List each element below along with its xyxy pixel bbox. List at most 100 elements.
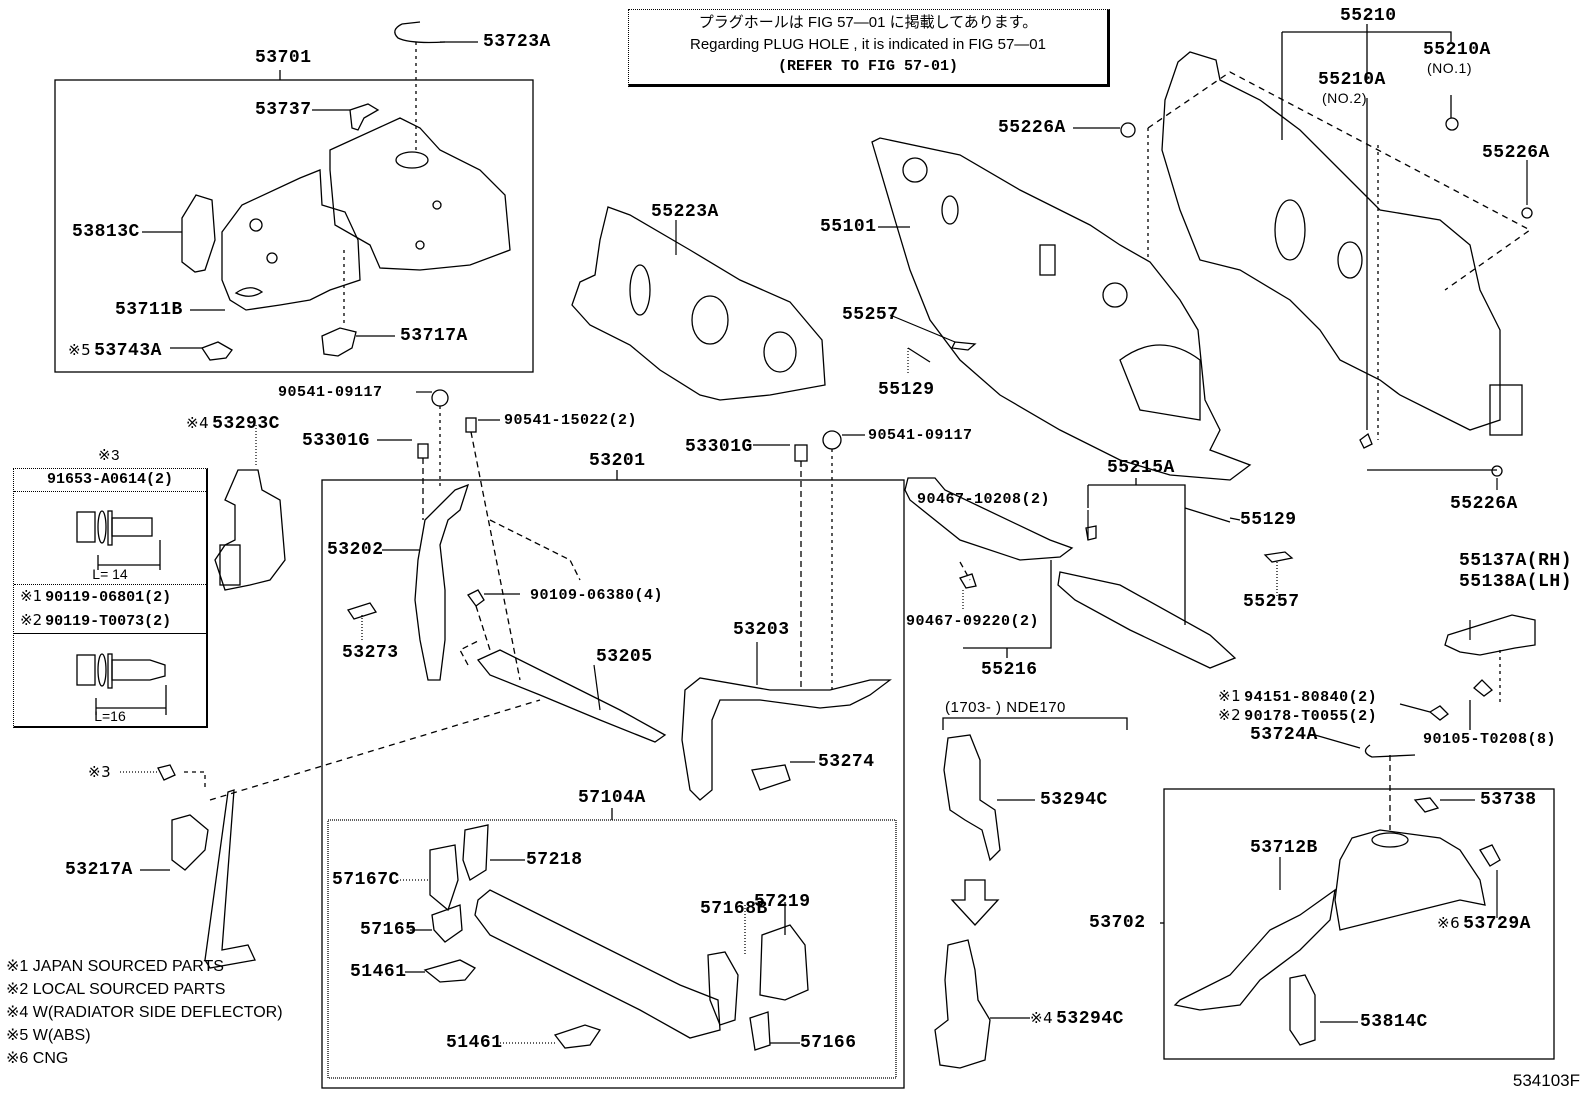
footnote-mark: ※3 — [88, 763, 112, 781]
legend-mark: ※1 — [6, 958, 29, 975]
part-label-90541-09117-2[interactable]: 90541-09117 — [868, 427, 973, 444]
part-label-90541-09117-1[interactable]: 90541-09117 — [278, 384, 383, 401]
part-label-90467-09220[interactable]: 90467-09220(2) — [906, 613, 1040, 630]
part-label-55210A-no1[interactable]: 55210A(NO.1) — [1423, 40, 1491, 76]
part-label-55129-1[interactable]: 55129 — [878, 380, 935, 400]
part-label-57165[interactable]: 57165 — [360, 920, 417, 940]
part-label-90105-T0208[interactable]: 90105-T0208(8) — [1423, 731, 1557, 748]
part-shape-55101 — [871, 137, 1252, 481]
legend-mark: ※4 — [6, 1004, 29, 1021]
part-label-53738[interactable]: 53738 — [1480, 790, 1537, 810]
legend-text: W(ABS) — [32, 1027, 91, 1044]
part-label-57168B[interactable]: 57168B — [700, 899, 768, 919]
part-label-55129-2[interactable]: 55129 — [1240, 510, 1297, 530]
part-number: 90178-T0055(2) — [1244, 708, 1378, 725]
fastener-row-91653[interactable]: 91653-A0614(2) — [14, 469, 206, 492]
legend-mark: ※6 — [6, 1050, 29, 1067]
part-label-53301G-1[interactable]: 53301G — [302, 431, 370, 451]
part-label-55210A-no2[interactable]: 55210A(NO.2) — [1318, 70, 1386, 106]
part-label-53217A[interactable]: 53217A — [65, 860, 133, 880]
part-label-53723A[interactable]: 53723A — [483, 32, 551, 52]
part-label-53294C-1[interactable]: 53294C — [1040, 790, 1108, 810]
part-label-53712B[interactable]: 53712B — [1250, 838, 1318, 858]
part-shape-53729A — [1479, 844, 1501, 867]
part-label-bolt-mark3[interactable]: ※3 — [88, 762, 114, 783]
part-shape-57104A — [474, 889, 721, 1039]
notice-line-jp: プラグホールは FIG 57—01 に掲載してあります。 — [698, 14, 1038, 31]
part-shape-53294C-b — [934, 939, 991, 1069]
part-shape-53813C — [181, 194, 216, 273]
part-label-55138A-lh[interactable]: 55138A(LH) — [1459, 572, 1573, 592]
part-number: 53294C — [1056, 1009, 1124, 1029]
group-label-57104A[interactable]: 57104A — [578, 788, 646, 808]
part-label-90541-15022[interactable]: 90541-15022(2) — [504, 412, 638, 429]
part-label-53203[interactable]: 53203 — [733, 620, 790, 640]
group-box-53201 — [321, 479, 905, 1089]
part-label-53814C[interactable]: 53814C — [1360, 1012, 1428, 1032]
part-shape-57218 — [462, 824, 489, 881]
part-number: 94151-80840(2) — [1244, 689, 1378, 706]
part-label-55101[interactable]: 55101 — [820, 217, 877, 237]
legend-item: ※2 LOCAL SOURCED PARTS — [6, 979, 225, 1001]
part-label-55226A-2[interactable]: 55226A — [1482, 143, 1550, 163]
legend-text: JAPAN SOURCED PARTS — [32, 958, 224, 975]
group-label-53201[interactable]: 53201 — [589, 451, 646, 471]
part-label-55137A-rh[interactable]: 55137A(RH) — [1459, 551, 1573, 571]
part-label-51461-2[interactable]: 51461 — [446, 1033, 503, 1053]
part-label-55223A[interactable]: 55223A — [651, 202, 719, 222]
footnote-mark: ※1 — [20, 587, 43, 605]
part-label-53813C[interactable]: 53813C — [72, 222, 140, 242]
part-shape-55210 — [1161, 51, 1523, 436]
part-label-55257-1[interactable]: 55257 — [842, 305, 899, 325]
group-label-55215A[interactable]: 55215A — [1107, 458, 1175, 478]
part-shape-55137A — [1444, 614, 1536, 656]
group-label-55210[interactable]: 55210 — [1340, 6, 1397, 26]
part-label-51461-1[interactable]: 51461 — [350, 962, 407, 982]
group-label-55216[interactable]: 55216 — [981, 660, 1038, 680]
part-label-53737[interactable]: 53737 — [255, 100, 312, 120]
part-label-53274[interactable]: 53274 — [818, 752, 875, 772]
part-number: 53729A — [1463, 914, 1531, 934]
part-shape-57168B — [707, 951, 739, 1026]
part-label-90109-06380[interactable]: 90109-06380(4) — [530, 587, 664, 604]
part-shape-55215A — [1057, 571, 1237, 669]
part-label-53724A[interactable]: 53724A — [1250, 725, 1318, 745]
part-label-57166[interactable]: 57166 — [800, 1033, 857, 1053]
part-label-57219[interactable]: 57219 — [754, 892, 811, 912]
part-label-53273[interactable]: 53273 — [342, 643, 399, 663]
part-shape-55223A — [571, 206, 826, 401]
part-shape-57165 — [431, 904, 463, 943]
part-shape-57166 — [749, 1011, 771, 1051]
part-label-55257-2[interactable]: 55257 — [1243, 592, 1300, 612]
part-label-90467-10208[interactable]: 90467-10208(2) — [917, 491, 1051, 508]
part-label-53205[interactable]: 53205 — [596, 647, 653, 667]
group-label-53702[interactable]: 53702 — [1089, 913, 1146, 933]
legend-item: ※5 W(ABS) — [6, 1025, 91, 1047]
part-number: 90119-T0073(2) — [45, 613, 172, 630]
part-number: 53293C — [212, 414, 280, 434]
legend-item: ※1 JAPAN SOURCED PARTS — [6, 956, 224, 978]
part-label-55226A-3[interactable]: 55226A — [1450, 494, 1518, 514]
part-label-53711B[interactable]: 53711B — [115, 300, 183, 320]
part-label-57167C[interactable]: 57167C — [332, 870, 400, 890]
part-label-53717A[interactable]: 53717A — [400, 326, 468, 346]
part-number: 55210A — [1318, 70, 1386, 90]
fastener-pic-l14: L= 14 — [14, 492, 206, 585]
part-label-57218[interactable]: 57218 — [526, 850, 583, 870]
legend-text: W(RADIATOR SIDE DEFLECTOR) — [32, 1004, 283, 1021]
group-label-53701[interactable]: 53701 — [255, 48, 312, 68]
part-shape-53814C — [1289, 974, 1316, 1046]
variant-label-nde170: (1703- ) NDE170 — [945, 699, 1066, 716]
part-label-53301G-2[interactable]: 53301G — [685, 437, 753, 457]
part-label-55226A-1[interactable]: 55226A — [998, 118, 1066, 138]
part-label-53202[interactable]: 53202 — [327, 540, 384, 560]
part-sub: (NO.1) — [1427, 60, 1472, 76]
